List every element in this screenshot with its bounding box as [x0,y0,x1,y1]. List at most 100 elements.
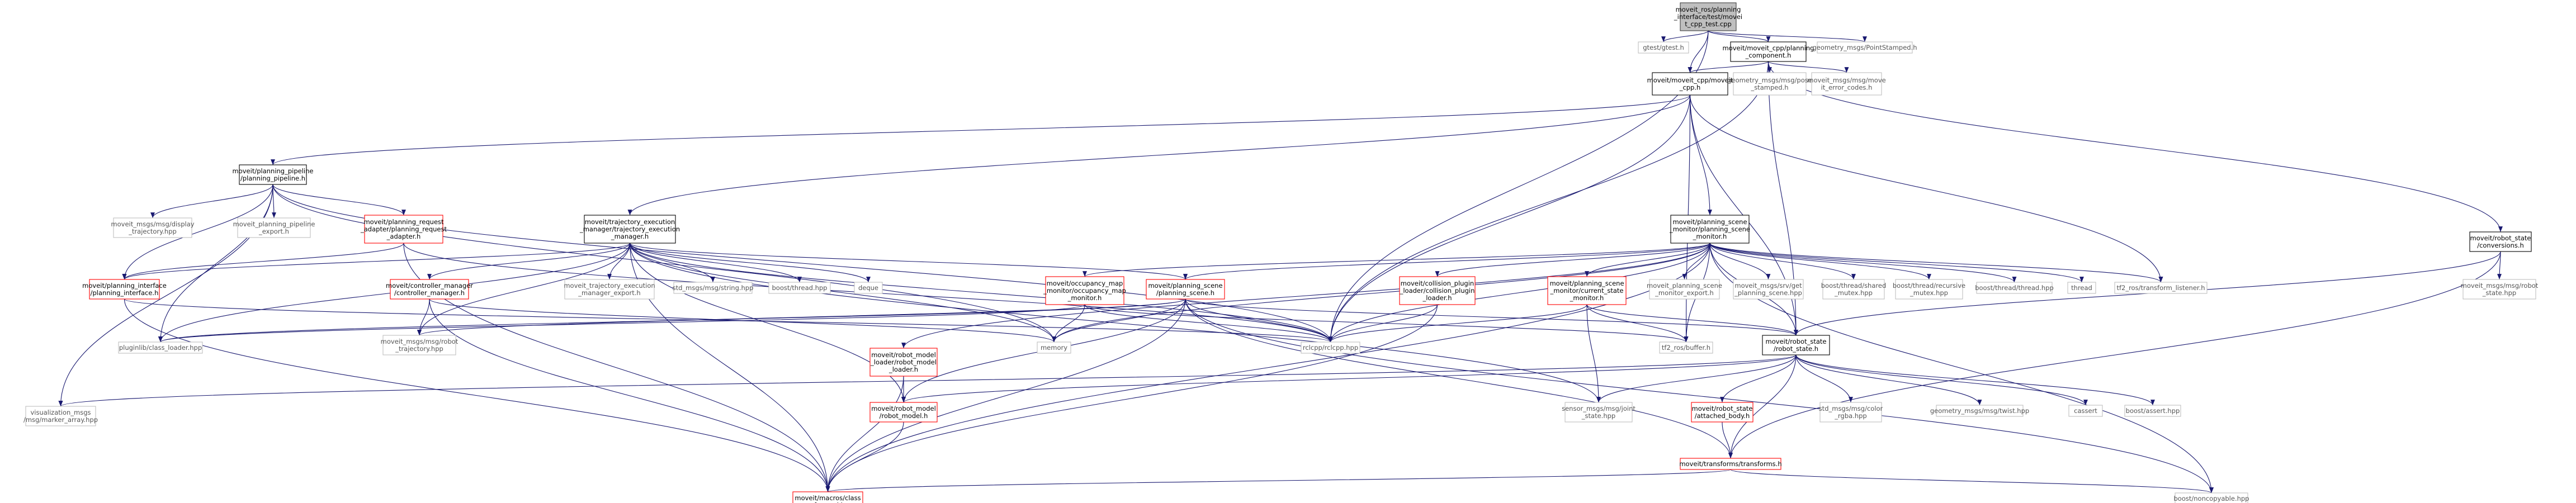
node-class_forward[interactable]: moveit/macros/class_forward.h [792,491,863,503]
node-controller_manager[interactable]: moveit/controller_manager/controller_man… [386,279,473,300]
node-occupancy_map_monitor[interactable]: moveit/occupancy_map_monitor/occupancy_m… [1043,276,1126,305]
edge-planning_scene_monitor-to-planning_scene [1183,243,1710,280]
edge-current_state_monitor-to-rclcpp [1328,304,1587,343]
edge-collision_plugin_loader-to-rclcpp [1328,304,1438,343]
edge-robot_model-to-class_forward [825,421,904,492]
node-psm_export: moveit_planning_scene_monitor_export.h [1647,279,1722,300]
edge-robot_state-to-marker_array [59,354,1797,407]
node-label-line: moveit_msgs/msg/robot [381,338,459,345]
node-label-planning_scene_monitor: moveit/planning_scene_monitor/planning_s… [1669,218,1750,240]
edge-planning_scene_monitor-to-thread [1709,243,2084,283]
node-box-noncopyable [2175,492,2248,503]
node-planning_scene_monitor[interactable]: moveit/planning_scene_monitor/planning_s… [1669,215,1750,244]
node-box-robot_state_msg [2462,279,2536,300]
node-planning_component[interactable]: moveit/moveit_cpp/planning_component.h [1723,41,1814,62]
node-root[interactable]: moveit_ros/planning_interface/test/movei… [1674,2,1742,31]
node-memory: memory [1037,341,1071,354]
node-label-line: sensor_msgs/msg/joint [1562,405,1636,412]
node-label-attached_body: moveit/robot_state/attached_body.h [1692,405,1753,420]
node-label-line: _adapter/planning_request [360,225,447,233]
node-label-line: pluginlib/class_loader.hpp [119,344,202,352]
node-robot_trajectory: moveit_msgs/msg/robot_trajectory.hpp [381,335,459,355]
node-label-line: _mutex.hpp [1834,289,1873,297]
node-conversions[interactable]: moveit/robot_state/conversions.h [2469,231,2532,252]
edge-trajectory_execution_manager-to-class_forward [629,243,830,492]
node-planning_pipeline[interactable]: moveit/planning_pipeline/planning_pipeli… [233,164,314,185]
node-box-pluginlib [118,341,203,354]
node-label-line: moveit_planning_pipeline [233,220,315,228]
node-robot_model_loader[interactable]: moveit/robot_model_loader/robot_model_lo… [869,348,938,377]
node-label-line: memory [1041,344,1067,352]
node-label-line: gtest/gtest.h [1643,44,1684,51]
node-label-line: moveit_trajectory_execution [564,282,655,290]
node-box-class_forward [792,491,863,503]
node-box-moveit_cpp [1652,72,1728,96]
node-planning_interface[interactable]: moveit/planning_interface/planning_inter… [82,279,167,300]
edge-occupancy_map_monitor-to-rclcpp [1084,304,1333,343]
node-moveit_cpp[interactable]: moveit/moveit_cpp/moveit_cpp.h [1647,72,1733,96]
node-box-collision_plugin_loader [1399,276,1476,305]
node-transforms[interactable]: moveit/transforms/transforms.h [1679,458,1782,470]
node-rclcpp: rclcpp/rclcpp.hpp [1301,341,1360,354]
edge-trajectory_execution_manager-to-tem_export [607,243,631,280]
node-label-line: moveit/planning_pipeline [233,167,314,175]
edge-moveit_cpp-to-trajectory_execution_manager [627,94,1691,216]
node-shared_mutex: boost/thread/shared_mutex.hpp [1821,279,1887,300]
node-robot_state[interactable]: moveit/robot_state/robot_state.h [1762,335,1830,355]
edge-planning_interface-to-rclcpp [124,298,1332,343]
node-label-line: moveit/planning_interface [82,282,167,290]
node-label-line: moveit/planning_scene [1672,218,1747,226]
node-label-tem_export: moveit_trajectory_execution_manager_expo… [564,282,655,297]
edge-root-to-planning_component [1708,30,1771,42]
node-pluginlib: pluginlib/class_loader.hpp [118,341,203,354]
node-box-tem_export [564,279,655,300]
node-box-std_string [673,282,753,294]
node-robot_model[interactable]: moveit/robot_model/robot_model.h [869,402,938,423]
node-label-memory: memory [1041,344,1067,352]
node-box-planning_component [1730,41,1807,62]
node-label-line: moveit_ros/planning [1676,6,1741,13]
node-label-line: _forward.h [810,501,845,503]
node-label-line: _trajectory.hpp [395,345,443,353]
node-box-get_planning_scene [1733,279,1804,300]
node-box-tf2_listener [2114,282,2208,294]
edge-trajectory_execution_manager-to-robot_trajectory [417,243,631,336]
edge-root-to-gtest [1661,30,1709,42]
node-collision_plugin_loader[interactable]: moveit/collision_plugin_loader/collision… [1399,276,1476,305]
edge-planning_scene_monitor-to-memory [1052,243,1710,343]
node-label-line: deque [858,284,878,292]
edge-planning_component-to-moveit_error_codes [1767,61,1849,73]
node-label-robot_model_loader: moveit/robot_model_loader/robot_model_lo… [870,351,937,373]
node-label-line: _interface/test/movei [1674,13,1742,21]
node-box-planning_request_adapter [364,215,443,244]
node-label-line: boost/thread/recursive [1893,282,1965,290]
node-trajectory_execution_manager[interactable]: moveit/trajectory_execution_manager/traj… [579,215,680,244]
node-label-line: moveit/moveit_cpp/moveit [1647,77,1733,84]
node-label-line: tf2_ros/buffer.h [1662,344,1710,352]
edge-planning_scene_monitor-to-current_state_monitor [1585,243,1710,277]
node-twist: geometry_msgs/msg/twist.hpp [1930,405,2029,417]
node-current_state_monitor[interactable]: moveit/planning_scene_monitor/current_st… [1547,276,1627,305]
edge-moveit_cpp-to-planning_scene_monitor [1689,94,1712,216]
node-label-robot_state: moveit/robot_state/robot_state.h [1766,338,1827,353]
edge-planning_pipeline-to-planning_request_adapter [272,184,406,216]
node-boost_assert: boost/assert.hpp [2124,405,2181,417]
node-label-line: _component.h [1745,51,1792,59]
node-attached_body[interactable]: moveit/robot_state/attached_body.h [1691,402,1753,423]
node-planning_scene[interactable]: moveit/planning_scene/planning_scene.h [1146,279,1225,300]
node-label-line: /msg/marker_array.hpp [23,416,98,424]
node-label-line: _rgba.hpp [1834,412,1866,420]
node-label-trajectory_execution_manager: moveit/trajectory_execution_manager/traj… [579,218,680,240]
node-tf2_listener: tf2_ros/transform_listener.h [2114,282,2208,294]
node-label-line: moveit/controller_manager [386,282,473,290]
node-label-line: moveit/robot_state [1692,405,1753,412]
edge-planning_scene_monitor-to-shared_mutex [1709,243,1856,280]
edge-current_state_monitor-to-robot_state [1586,304,1798,336]
node-label-line: it_error_codes.h [1821,84,1873,92]
edge-trajectory_execution_manager-to-std_string [629,243,715,283]
edge-robot_model_loader-to-class_forward [825,376,904,492]
node-label-shared_mutex: boost/thread/shared_mutex.hpp [1821,282,1887,297]
node-label-line: _manager.h [611,232,649,240]
edge-moveit_cpp-to-planning_pipeline [271,94,1691,165]
node-planning_request_adapter[interactable]: moveit/planning_request_adapter/planning… [360,215,447,244]
